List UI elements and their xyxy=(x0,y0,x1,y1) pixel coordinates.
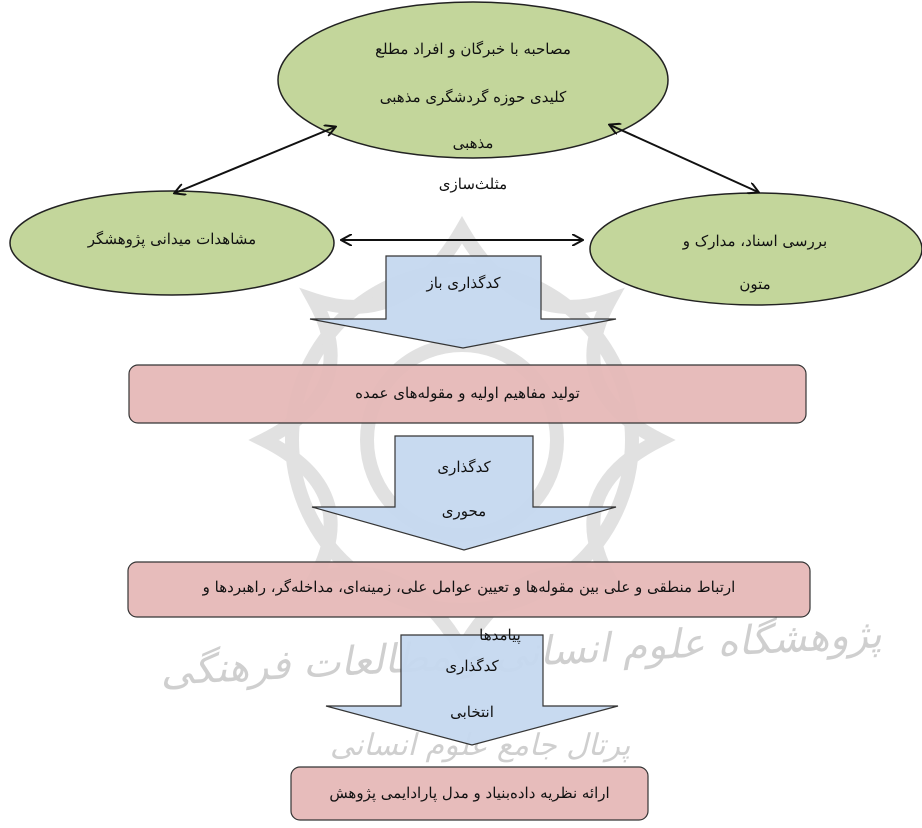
theory-label: ارائه نظریه داده‌بنیاد و مدل پارادایمی پ… xyxy=(329,784,610,802)
interview-ellipse xyxy=(277,1,669,159)
selective-coding-arrow xyxy=(325,634,619,746)
open-coding-arrow xyxy=(309,255,617,349)
axial-coding-label-line1: کدگذاری xyxy=(437,458,491,476)
concepts-label: تولید مفاهیم اولیه و مقوله‌های عمده xyxy=(355,384,580,402)
concepts-box xyxy=(128,364,807,424)
observation-ellipse xyxy=(9,190,335,296)
axial-coding-arrow xyxy=(311,435,617,551)
open-coding-label: کدگذاری باز xyxy=(426,274,501,292)
relations-label-line2: پیامدها xyxy=(479,626,521,644)
relations-box xyxy=(127,561,811,618)
interview-label-line1: مصاحبه با خبرگان و افراد مطلع xyxy=(375,40,571,58)
interview-label-line3: مذهبی xyxy=(452,134,494,152)
axial-coding-label-line2: محوری xyxy=(441,502,487,520)
selective-coding-label-line1: کدگذاری xyxy=(445,657,499,675)
selective-coding-label-line2: انتخابی xyxy=(450,703,494,721)
documents-label-line2: متون xyxy=(739,275,771,293)
arrow-interview-documents xyxy=(610,125,758,192)
arrow-interview-observation xyxy=(175,127,335,193)
relations-label-line1: ارتباط منطقی و علی بین مقوله‌ها و تعیین … xyxy=(202,578,736,596)
documents-label-line1: بررسی اسناد، مدارک و xyxy=(682,232,828,250)
observation-label: مشاهدات میدانی پژوهشگر xyxy=(87,230,257,248)
theory-box xyxy=(290,766,649,821)
triangulation-label: مثلث‌سازی xyxy=(438,175,508,193)
interview-label-line2: کلیدی حوزه گردشگری مذهبی xyxy=(379,88,567,106)
